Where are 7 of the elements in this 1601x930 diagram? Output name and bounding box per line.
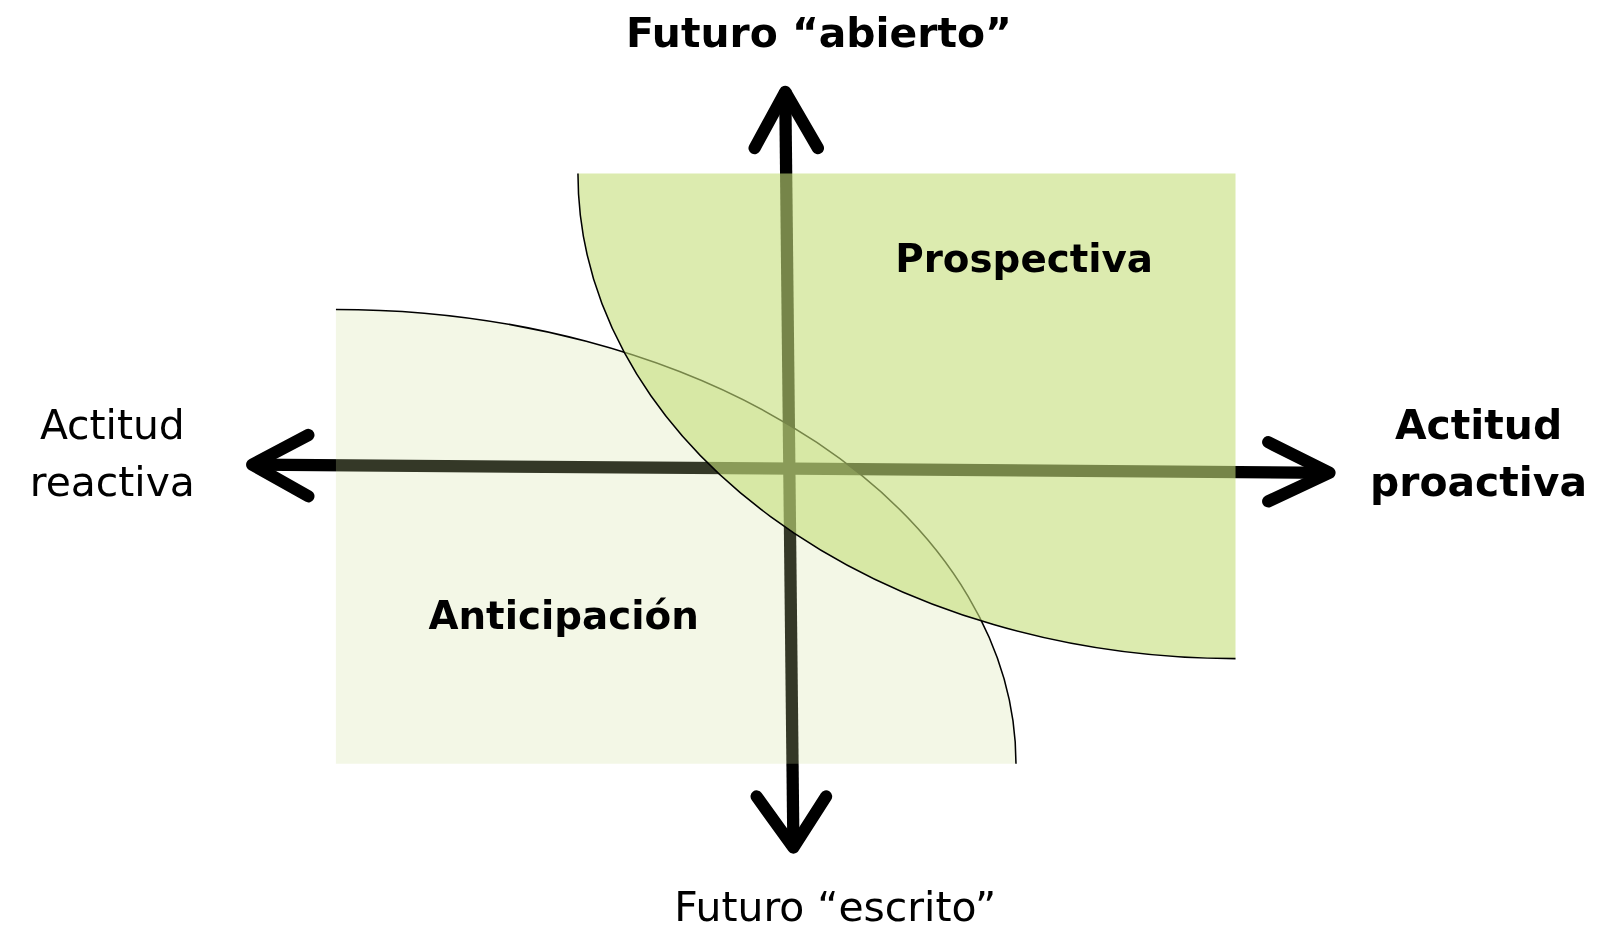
axis-label: Futuro “abierto” — [624, 8, 1013, 59]
region-label: Prospectiva — [895, 235, 1154, 281]
axis-label: Actitud proactiva — [1369, 400, 1588, 508]
region-label: Anticipación — [428, 593, 699, 639]
axis-label: Futuro “escrito” — [673, 882, 998, 930]
axis-label: Actitud reactiva — [28, 400, 196, 508]
quadrant-region — [335, 309, 1016, 764]
